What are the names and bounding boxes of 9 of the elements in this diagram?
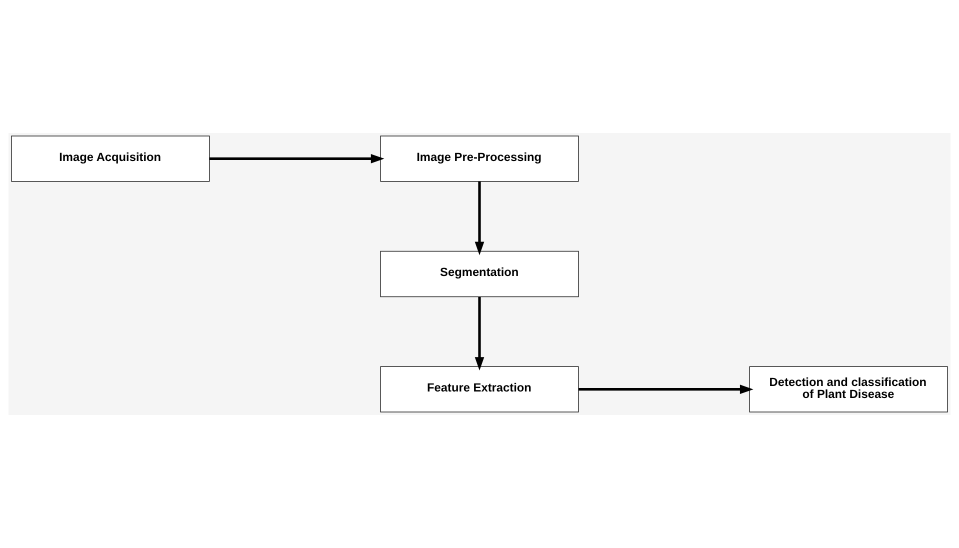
node-box: Segmentation (380, 250, 579, 298)
arrow (578, 384, 754, 394)
arrow (474, 296, 484, 371)
node-box: Detection and classification of Plant Disease (749, 366, 948, 412)
node-box: Image Pre-Processing (380, 136, 579, 182)
node-box: Image Acquisition (11, 136, 210, 182)
node-box: Feature Extraction (380, 366, 579, 412)
arrow (210, 154, 384, 164)
arrow (474, 182, 484, 256)
